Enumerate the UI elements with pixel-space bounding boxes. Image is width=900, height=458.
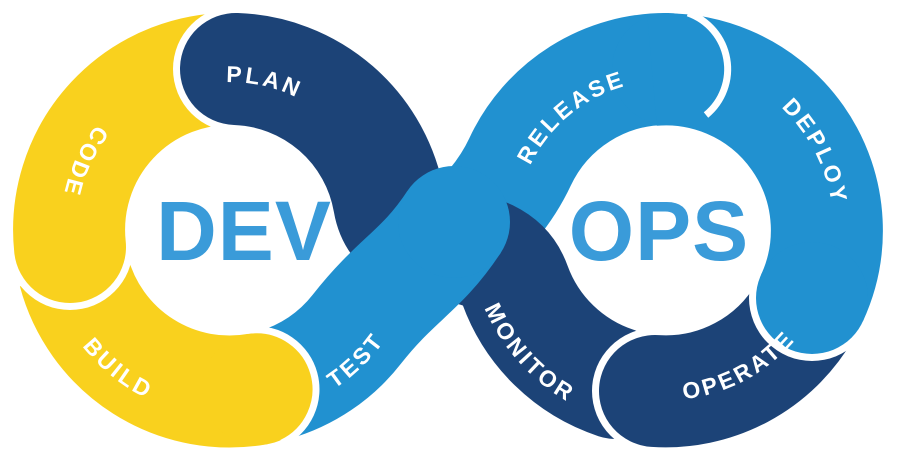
- gap-build-test: [250, 326, 320, 447]
- segment-deploy-end-cap: [756, 242, 868, 354]
- dev-title: DEV: [156, 184, 332, 278]
- gap-release-deploy: [686, 9, 732, 118]
- ops-title: OPS: [569, 184, 749, 278]
- segment-build-head-cap: [202, 333, 314, 445]
- segment-test-end-cap: [398, 166, 510, 278]
